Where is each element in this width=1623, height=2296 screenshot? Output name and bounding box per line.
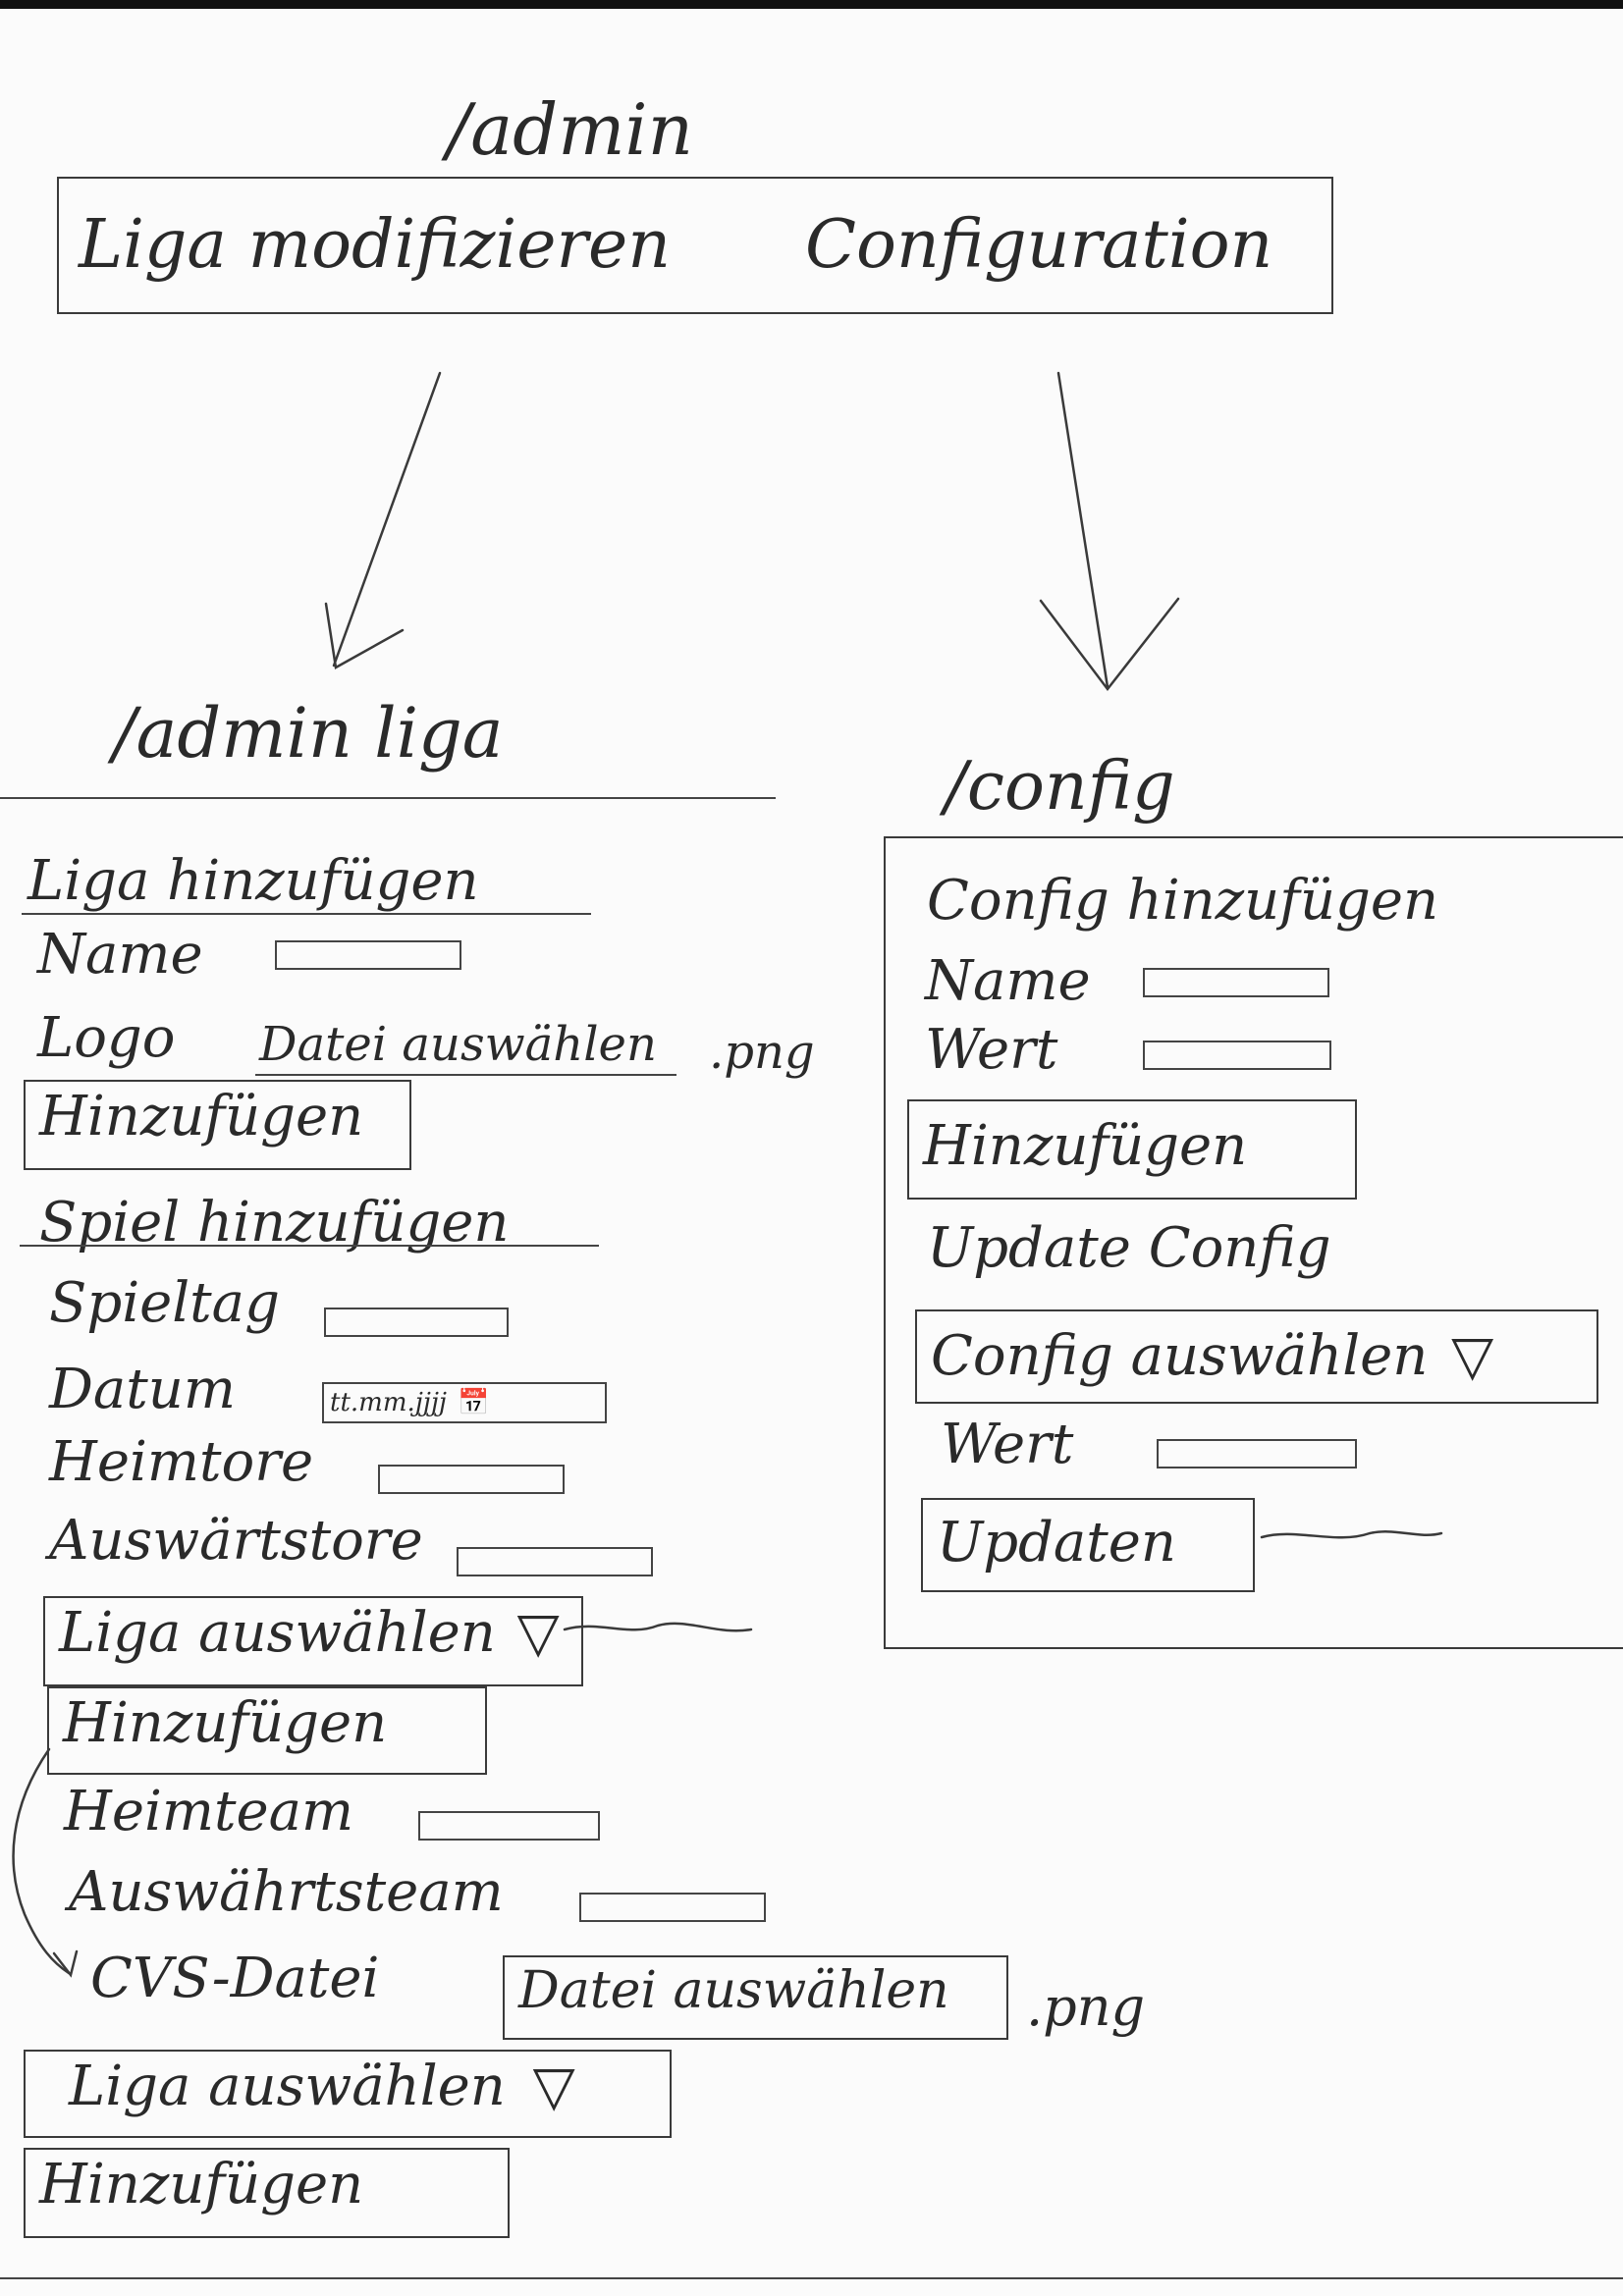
label-config-wert: Wert [925,1018,1058,1082]
csv-league-select-dropdown[interactable]: Liga auswählen ▽ [24,2050,672,2138]
scribble-updaten [1260,1530,1443,1539]
label-auswaehrtsteam: Auswährtsteam [69,1860,504,1924]
label-auswaertstore: Auswärtstore [49,1509,423,1573]
heading-liga-hinzufuegen: Liga hinzufügen [27,849,479,913]
csv-add-button[interactable]: Hinzufügen [24,2148,510,2238]
league-name-input[interactable] [275,940,461,970]
scribble-liga-select [563,1622,753,1632]
label-csv-datei: CVS-Datei [90,1947,380,2010]
label-update-wert: Wert [941,1413,1074,1476]
config-select-dropdown[interactable]: Config auswählen ▽ [915,1309,1598,1404]
logo-extension: .png [709,1025,815,1080]
label-datum: Datum [49,1358,236,1421]
add-game-button[interactable]: Hinzufügen [47,1686,487,1775]
nav-item-configuration[interactable]: Configuration [805,206,1273,284]
update-config-button[interactable]: Updaten [921,1498,1255,1592]
nav-item-liga-modifizieren[interactable]: Liga modifizieren [79,206,672,284]
config-name-input[interactable] [1143,968,1329,997]
label-heimteam: Heimteam [64,1780,354,1843]
arrow-head-liga [324,602,405,669]
add-config-button[interactable]: Hinzufügen [907,1099,1357,1200]
label-name: Name [37,923,203,987]
config-panel: Config hinzufügen Name Wert Hinzufügen U… [884,836,1623,1649]
date-input[interactable]: tt.mm.jjjj 📅 [322,1382,607,1423]
heading-update-config: Update Config [927,1216,1331,1280]
heading-underline-liga [22,913,591,915]
csv-file-button[interactable]: Datei auswählen [503,1955,1008,2040]
date-placeholder: tt.mm.jjjj [330,1388,447,1417]
calendar-icon[interactable]: 📅 [458,1388,490,1417]
heading-underline-spiel [20,1245,599,1247]
add-league-button[interactable]: Hinzufügen [24,1080,411,1170]
away-team-input[interactable] [579,1893,766,1922]
league-select-label: Liga auswählen [59,1601,496,1665]
label-logo: Logo [37,1006,176,1070]
csv-flow-bracket [12,1747,71,1975]
away-goals-input[interactable] [457,1547,653,1576]
chevron-down-icon: ▽ [532,2055,575,2118]
config-select-label: Config auswählen [931,1324,1429,1388]
heading-spiel-hinzufuegen: Spiel hinzufügen [39,1191,510,1255]
update-value-input[interactable] [1157,1439,1357,1468]
heading-config-hinzufuegen: Config hinzufügen [927,869,1439,933]
matchday-input[interactable] [324,1308,509,1337]
chevron-down-icon: ▽ [516,1601,560,1665]
csv-flow-arrowhead [52,1949,79,1978]
route-config: /config [945,748,1175,826]
label-config-name: Name [925,949,1091,1013]
arrow-to-config [1056,371,1109,689]
config-value-input[interactable] [1143,1041,1331,1070]
liga-page-bottom-rule [0,2277,1623,2279]
home-team-input[interactable] [418,1811,600,1841]
scan-top-edge [0,0,1623,9]
home-goals-input[interactable] [378,1465,565,1494]
admin-nav-box: Liga modifizieren Configuration [57,177,1333,314]
league-select-dropdown[interactable]: Liga auswählen ▽ [43,1596,583,1686]
chevron-down-icon: ▽ [1451,1324,1494,1388]
route-admin-liga: /admin liga [113,693,504,774]
liga-page-top-rule [0,797,776,799]
arrow-to-liga [332,371,442,667]
csv-extension: .png [1026,1976,1146,2038]
arrow-head-config [1039,597,1180,692]
label-heimtore: Heimtore [49,1430,314,1494]
csv-league-select-label: Liga auswählen [69,2055,506,2118]
label-spieltag: Spieltag [49,1271,280,1335]
route-admin: /admin [447,88,693,171]
logo-file-button[interactable]: Datei auswählen [255,1021,676,1076]
